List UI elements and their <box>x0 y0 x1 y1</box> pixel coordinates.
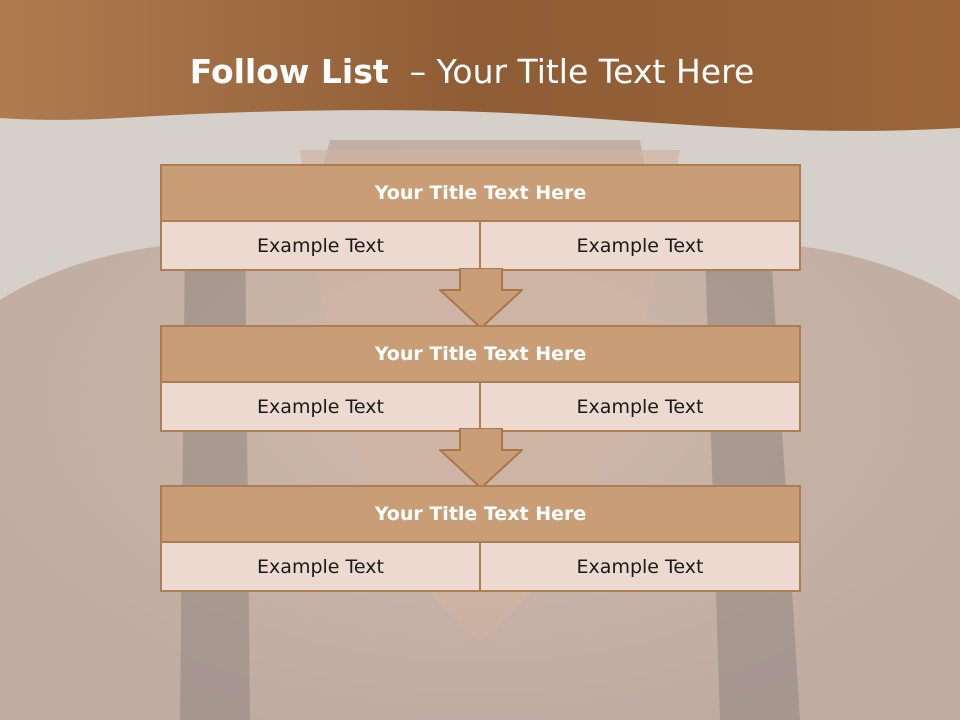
step-3-title: Your Title Text Here <box>160 485 801 543</box>
step-1-title: Your Title Text Here <box>160 164 801 222</box>
step-1-left-text: Example Text <box>160 222 481 271</box>
slide-title-bold: Follow List <box>189 52 389 91</box>
slide-title: Follow List – Your Title Text Here <box>0 52 944 91</box>
step-1-right-text: Example Text <box>479 222 801 271</box>
step-2-title: Your Title Text Here <box>160 325 801 383</box>
down-arrow-2 <box>439 428 523 490</box>
step-2-left-text: Example Text <box>160 383 481 432</box>
slide-title-rest: – Your Title Text Here <box>388 52 755 91</box>
down-arrow-1 <box>439 268 523 330</box>
step-3-right-text: Example Text <box>479 543 801 592</box>
step-3-left-text: Example Text <box>160 543 481 592</box>
step-2-right-text: Example Text <box>479 383 801 432</box>
